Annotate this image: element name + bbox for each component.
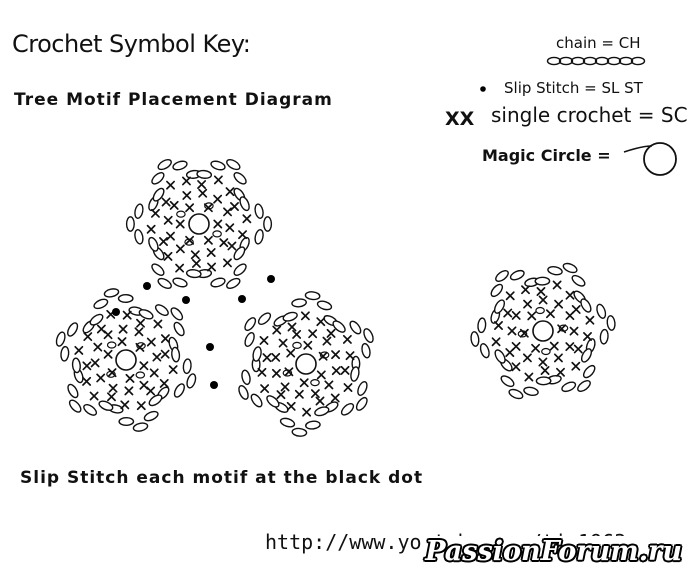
magic-circle-center [295,353,317,375]
magic-circle-center [188,213,210,235]
magic-circle-center [115,349,137,371]
slip-stitch-join-dots [112,275,275,389]
tree-motif [55,288,197,432]
slip-stitch-dot [206,343,214,351]
motifs [55,159,616,437]
diagram-title: Tree Motif Placement Diagram [14,90,333,110]
slip-stitch-label: Slip Stitch = SL ST [504,79,643,97]
slip-stitch-instruction: Slip Stitch each motif at the black dot [20,468,424,488]
magic-circle-center [532,320,554,342]
single-crochet-symbol-icon: XX [445,108,475,130]
slip-stitch-dot [238,295,246,303]
key-symbols: XX [445,56,677,176]
chain-symbol-icon [546,56,646,66]
tree-motif [238,291,374,437]
slip-stitch-dot [182,296,190,304]
single-crochet-label: single crochet = SC [491,103,688,127]
watermark: PassionForum.ru [423,536,684,567]
slip-stitch-dot [267,275,275,283]
slip-stitch-symbol-icon [480,86,486,92]
magic-circle-label: Magic Circle = [482,146,611,165]
slip-stitch-dot [210,381,218,389]
slip-stitch-dot [112,308,120,316]
magic-circle-symbol-icon [623,142,677,176]
tree-motif [470,262,616,400]
slip-stitch-dot [143,282,151,290]
tree-motif [125,159,273,289]
chain-label: chain = CH [556,34,641,52]
symbol-key-title: Crochet Symbol Key: [12,30,251,58]
